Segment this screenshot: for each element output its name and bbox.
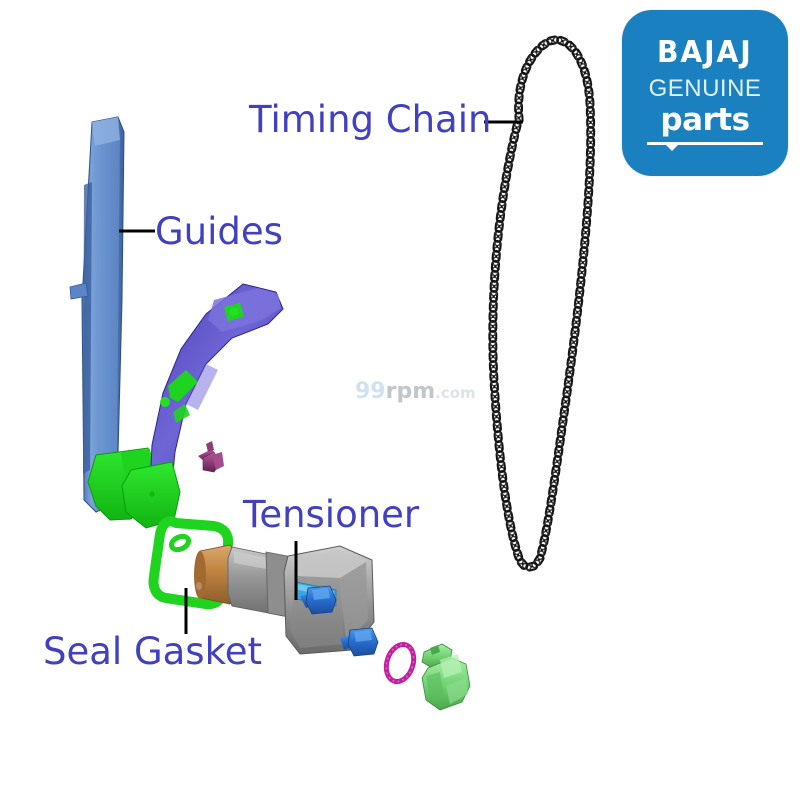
bajaj-genuine-parts-logo: BAJAJ GENUINE parts [622,10,788,176]
tensioner-bolt-lower [340,627,379,657]
callout-label-tensioner: Tensioner [243,493,420,536]
cap-bolt-part [421,643,471,711]
guide-rail-long-part [69,116,157,521]
callout-leader-lines [119,120,523,634]
logo-underline-notch [663,142,681,151]
pivot-bolt-part [198,441,224,473]
callout-label-guides: Guides [155,210,283,253]
logo-genuine-text: GENUINE [648,75,762,102]
logo-underline [647,138,763,152]
logo-underline-bar [647,142,763,145]
seal-gasket-part [148,516,234,610]
tensioner-body-part [194,544,379,657]
watermark-part-99: 99 [355,379,386,404]
callout-label-seal-gasket: Seal Gasket [43,630,262,673]
logo-brand-text: BAJAJ [657,35,753,70]
callout-label-timing-chain: Timing Chain [249,98,492,141]
watermark-part-com: .com [435,384,476,402]
watermark-part-rpm: rpm [385,379,436,404]
tensioner-bolt-upper [300,585,337,615]
site-watermark: 99rpm.com [355,381,476,403]
guide-arm-part [121,283,284,529]
o-ring-part [383,641,417,685]
timing-chain-part [488,35,596,572]
logo-parts-text: parts [660,102,750,138]
